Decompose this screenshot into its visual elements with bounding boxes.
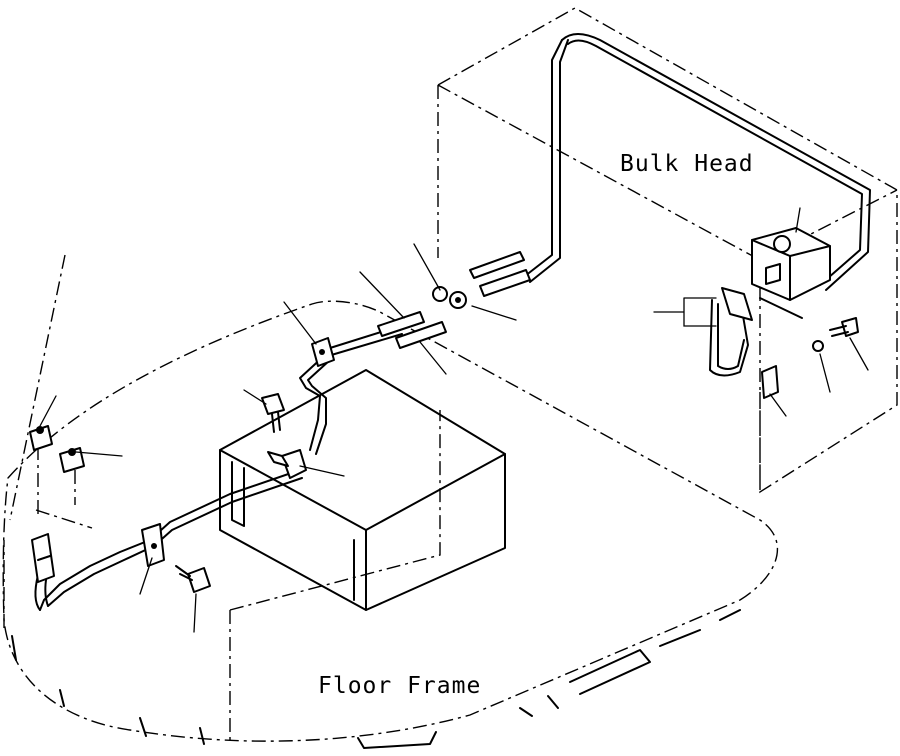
leader-lines [39,207,869,633]
floor-frame-outline [2,254,779,742]
clamp-3 [141,523,165,567]
connector-middle [377,311,447,349]
frame-base-details [11,609,741,749]
switch-3 [31,533,55,583]
floor-frame-label: Floor Frame [318,673,481,699]
switch-1 [29,425,53,451]
bolt-2 [175,565,211,593]
washer [812,340,824,352]
bolt-1 [261,393,285,433]
controller-box [721,227,831,321]
clamp-1 [311,337,335,367]
cable-harness [34,33,871,611]
bulk-head-label: Bulk Head [620,151,754,177]
cabinet-box [219,369,506,611]
clamp-2 [267,449,307,479]
bracket [761,365,779,399]
bulk-head-outline [437,7,898,494]
switch-2 [59,447,85,473]
connector-upper [469,251,531,297]
bolt-3 [829,317,859,337]
grommet [432,286,467,309]
